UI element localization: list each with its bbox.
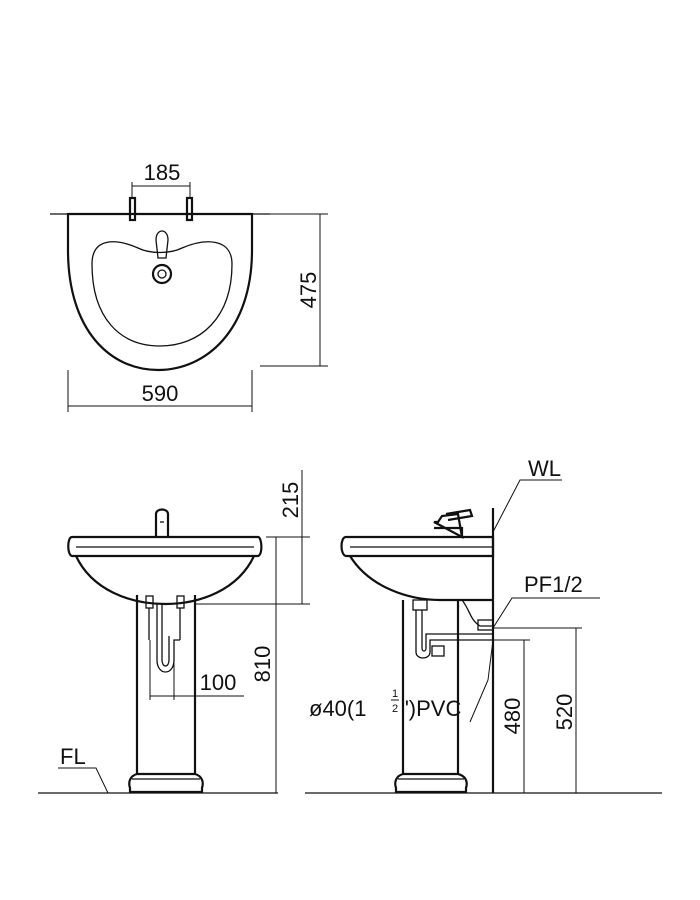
faucet-side bbox=[433, 508, 474, 540]
basin-rim-front bbox=[67, 535, 263, 558]
drain-pipe-label: ø40(1 1 2 ")PVC bbox=[309, 688, 461, 721]
trap-side bbox=[415, 610, 493, 659]
drain-label-prefix: ø40(1 bbox=[309, 696, 366, 721]
drain-frac-num: 1 bbox=[392, 688, 398, 700]
basin-outline-top bbox=[66, 212, 254, 372]
dim-drain-height: 480 bbox=[500, 698, 525, 735]
floor-label: FL bbox=[60, 744, 86, 769]
dim-width: 590 bbox=[142, 381, 179, 406]
drain-label-suffix: ")PVC bbox=[401, 696, 461, 721]
basin-rim-side bbox=[340, 535, 495, 558]
supply-line-side bbox=[461, 599, 493, 627]
basin-bowl-top bbox=[91, 241, 233, 347]
pedestal-foot-front bbox=[128, 772, 204, 794]
side-view: WL PF1/2 ø40(1 1 2 ")PVC bbox=[305, 456, 662, 794]
trap-front-inner bbox=[161, 604, 170, 667]
top-view: 185 475 590 bbox=[50, 160, 328, 412]
faucet-top bbox=[155, 230, 169, 259]
dim-trap-offset: 100 bbox=[200, 670, 237, 695]
trap-nut bbox=[431, 645, 445, 657]
basin-bowl-front bbox=[75, 555, 255, 606]
supply-label-leader bbox=[492, 597, 600, 629]
basin-bowl-side bbox=[349, 555, 493, 602]
drain-inner-top bbox=[157, 269, 167, 279]
drain-frac-den: 2 bbox=[392, 703, 398, 715]
supply-label: PF1/2 bbox=[524, 572, 583, 597]
mounting-bolt-right bbox=[185, 196, 194, 222]
pedestal-foot-side bbox=[394, 772, 468, 794]
wall-label: WL bbox=[528, 456, 561, 481]
dim-depth: 475 bbox=[296, 272, 321, 309]
drain-label-leader bbox=[469, 639, 494, 723]
drain-tailpiece bbox=[412, 599, 428, 611]
front-view: FL 100 215 810 bbox=[38, 470, 310, 794]
drain-outer-top bbox=[151, 263, 173, 285]
dim-supply-height: 520 bbox=[552, 694, 577, 731]
faucet-front bbox=[154, 508, 170, 537]
mounting-bolt-left bbox=[128, 196, 137, 222]
dim-top-height: 215 bbox=[278, 482, 303, 519]
dim-total-height: 810 bbox=[250, 646, 275, 683]
dim-faucet-spacing: 185 bbox=[144, 160, 181, 185]
wall-label-leader bbox=[492, 479, 562, 533]
floor-label-leader bbox=[58, 767, 109, 794]
trap-side-inner bbox=[421, 610, 493, 652]
supply-valve-side bbox=[477, 619, 494, 631]
